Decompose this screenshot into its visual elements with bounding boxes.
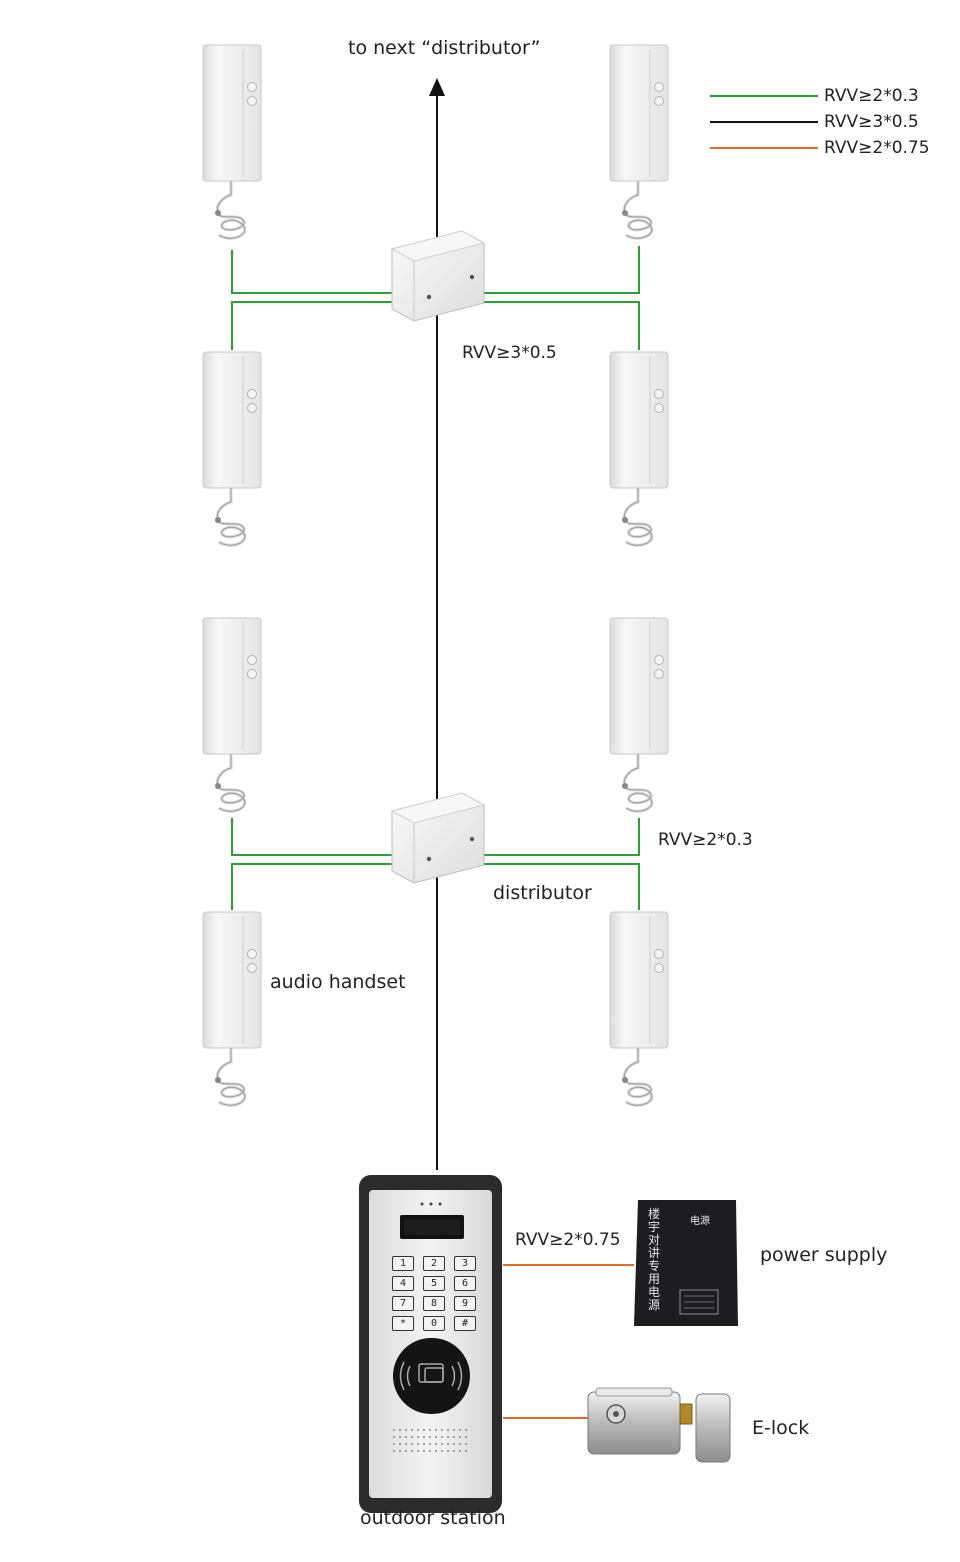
audio-handset-icon (608, 350, 670, 547)
keypad-key[interactable]: 4 (392, 1276, 414, 1291)
legend-label-orange: RVV≥2*0.75 (824, 138, 930, 158)
outdoor-station-label: outdoor station (360, 1507, 506, 1529)
audio-handset-icon (201, 910, 263, 1107)
branch-wires-upper (231, 246, 640, 350)
power-supply-label: power supply (760, 1244, 888, 1266)
keypad-key[interactable]: 1 (392, 1256, 414, 1271)
keypad-key[interactable]: * (392, 1316, 414, 1331)
legend-label-green: RVV≥2*0.3 (824, 86, 919, 106)
audio-handset-icon (201, 350, 263, 547)
keypad-row: 1 2 3 (392, 1256, 476, 1271)
distributor-label: distributor (493, 882, 592, 904)
audio-handset-icon (201, 43, 263, 240)
audio-handset-icon (201, 616, 263, 813)
distributor-box-icon (391, 792, 485, 884)
branch-cable-label: RVV≥2*0.3 (658, 830, 753, 850)
keypad-key[interactable]: 7 (392, 1296, 414, 1311)
electric-lock-icon (587, 1387, 731, 1463)
keypad-row: 7 8 9 (392, 1296, 476, 1311)
arrow-up-icon (429, 78, 445, 96)
branch-wires-lower (231, 818, 640, 910)
outdoor-station-icon (359, 1175, 502, 1513)
to-next-distributor-label: to next “distributor” (348, 37, 541, 59)
power-cable-label: RVV≥2*0.75 (515, 1230, 621, 1250)
power-supply-icon (634, 1200, 738, 1326)
speaker-grille (393, 1429, 467, 1452)
audio-handset-icon (608, 910, 670, 1107)
keypad-key[interactable]: 2 (423, 1256, 445, 1271)
keypad-key[interactable]: 3 (454, 1256, 476, 1271)
keypad-row: 4 5 6 (392, 1276, 476, 1291)
keypad-key[interactable]: 5 (423, 1276, 445, 1291)
keypad-key[interactable]: # (454, 1316, 476, 1331)
riser-cable-label: RVV≥3*0.5 (462, 343, 557, 363)
keypad-key[interactable]: 0 (423, 1316, 445, 1331)
legend-label-black: RVV≥3*0.5 (824, 112, 919, 132)
elock-label: E-lock (752, 1417, 810, 1439)
distributor-box-icon (391, 230, 485, 322)
power-supply-vertical-text: 楼宇对讲专用电源 (648, 1207, 661, 1312)
audio-handset-icon (608, 616, 670, 813)
audio-handset-label: audio handset (270, 971, 406, 993)
keypad-row: * 0 # (392, 1316, 476, 1331)
audio-handset-icon (608, 43, 670, 240)
keypad-key[interactable]: 8 (423, 1296, 445, 1311)
keypad-key[interactable]: 9 (454, 1296, 476, 1311)
keypad-key[interactable]: 6 (454, 1276, 476, 1291)
power-supply-small-text: 电源 (690, 1216, 710, 1227)
